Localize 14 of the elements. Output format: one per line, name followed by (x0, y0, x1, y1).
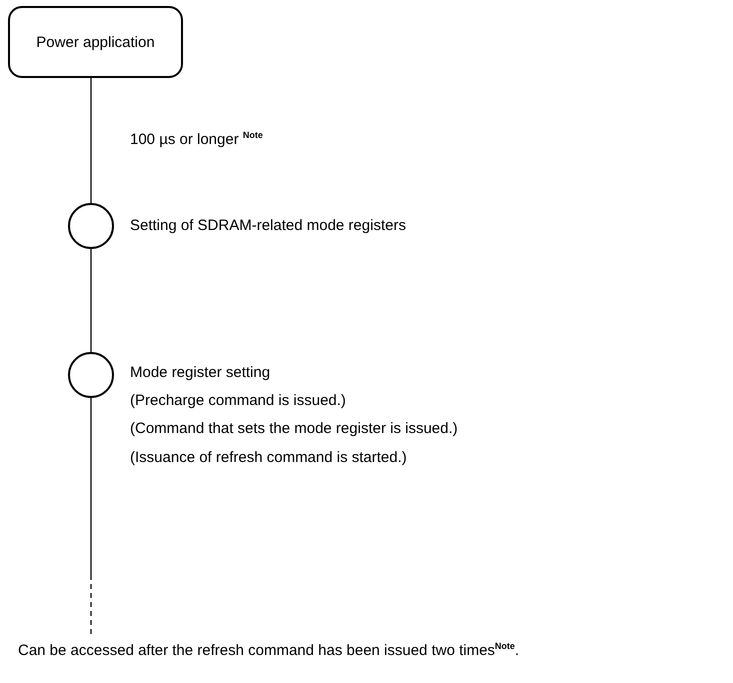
step-description: (Command that sets the mode register is issued.) (130, 420, 458, 438)
step-description: (Issuance of refresh command is started.) (130, 449, 407, 467)
step-description: (Precharge command is issued.) (130, 392, 346, 410)
process-box (8, 6, 183, 78)
node-label: Power application (36, 34, 155, 50)
step-circle (68, 352, 114, 398)
connector-line (90, 78, 92, 203)
note-text: Can be accessed after the refresh command has been issued two times$^{Note}$. (18, 642, 520, 659)
step-description: Setting of SDRAM-related mode registers (130, 217, 406, 235)
edge-label: 100 µs or longer $^{Note}$ (130, 130, 263, 148)
connector-line (90, 398, 92, 635)
connector-line (90, 249, 92, 352)
step-circle (68, 203, 114, 249)
step-description: Mode register setting (130, 364, 270, 382)
